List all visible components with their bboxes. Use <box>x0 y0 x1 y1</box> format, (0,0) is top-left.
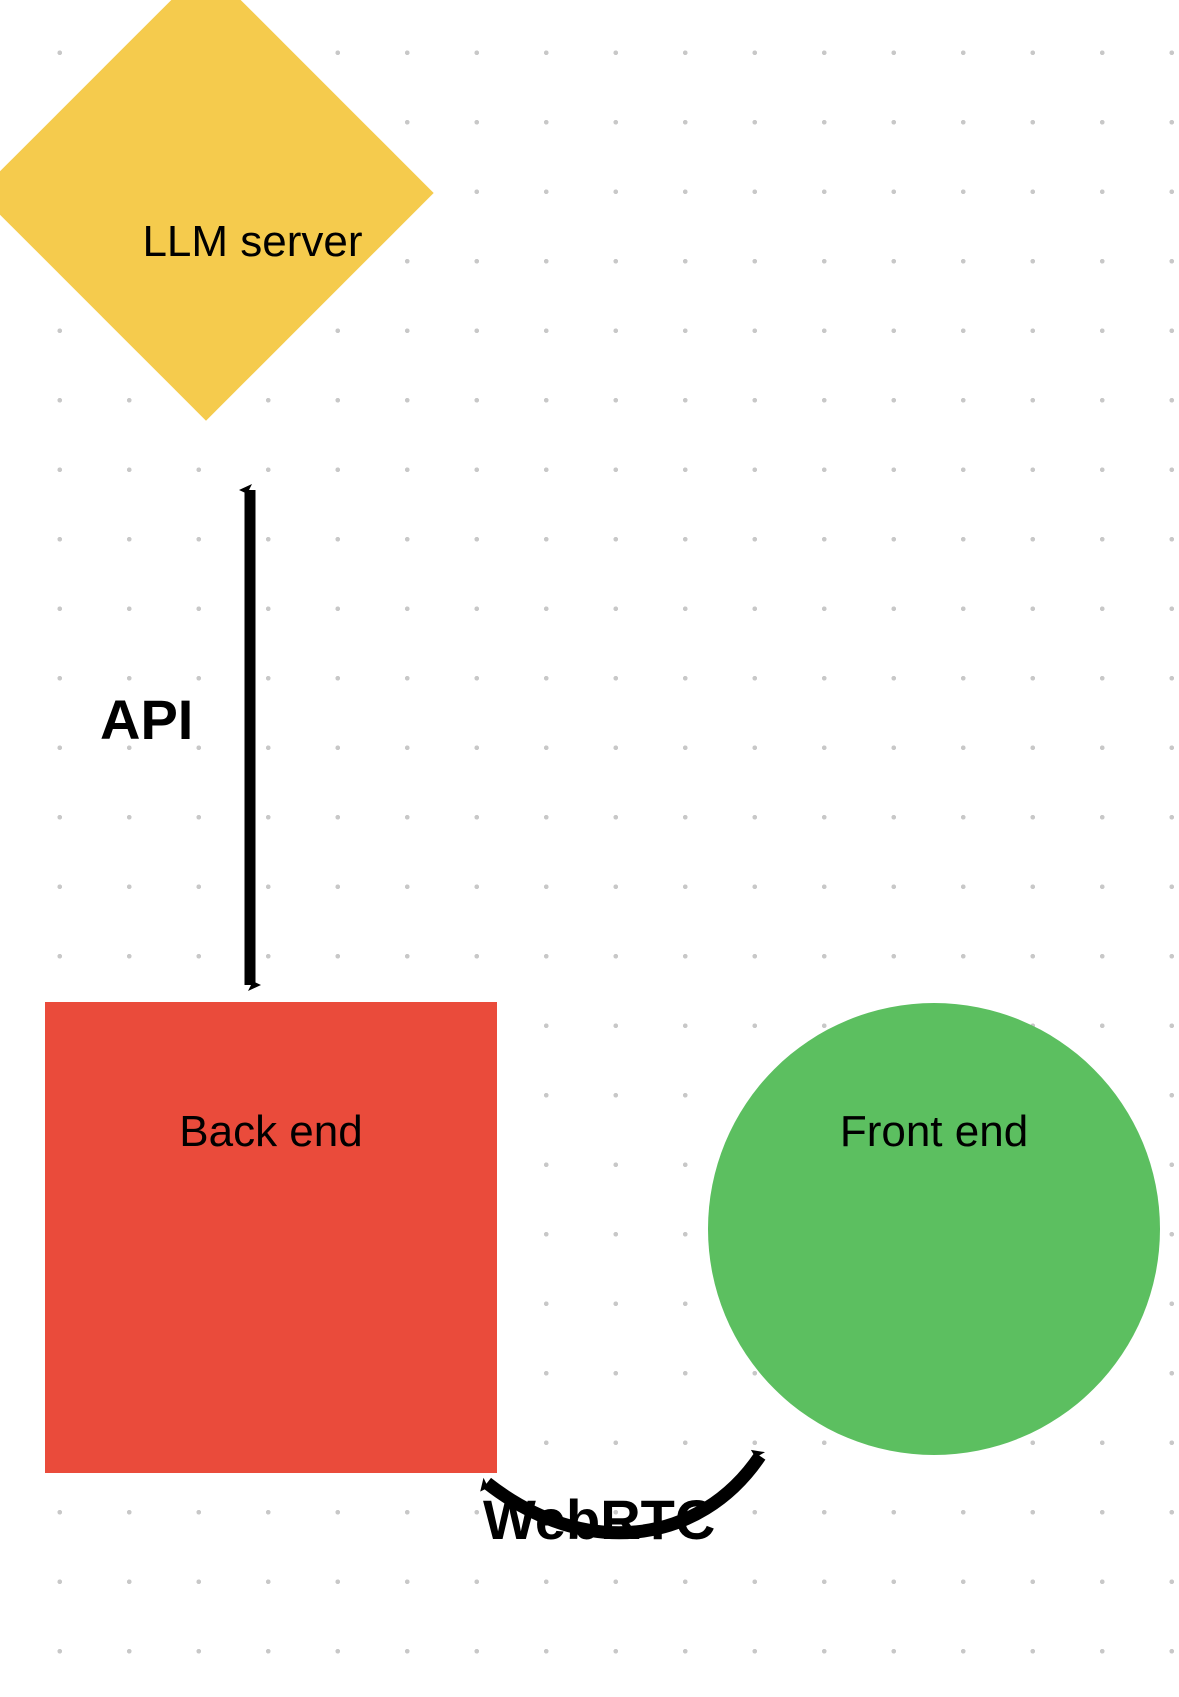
node-back-end-shape[interactable] <box>45 1002 497 1473</box>
edge-label-api: API <box>100 688 194 751</box>
node-back-end-label: Back end <box>179 1107 363 1156</box>
node-front-end-shape[interactable] <box>708 1003 1160 1455</box>
edge-label-webrtc: WebRTC <box>483 1488 716 1551</box>
webrtc-arrow <box>480 1449 766 1540</box>
node-front-end-label: Front end <box>839 1107 1029 1156</box>
node-llm-server-label: LLM server <box>142 217 363 266</box>
